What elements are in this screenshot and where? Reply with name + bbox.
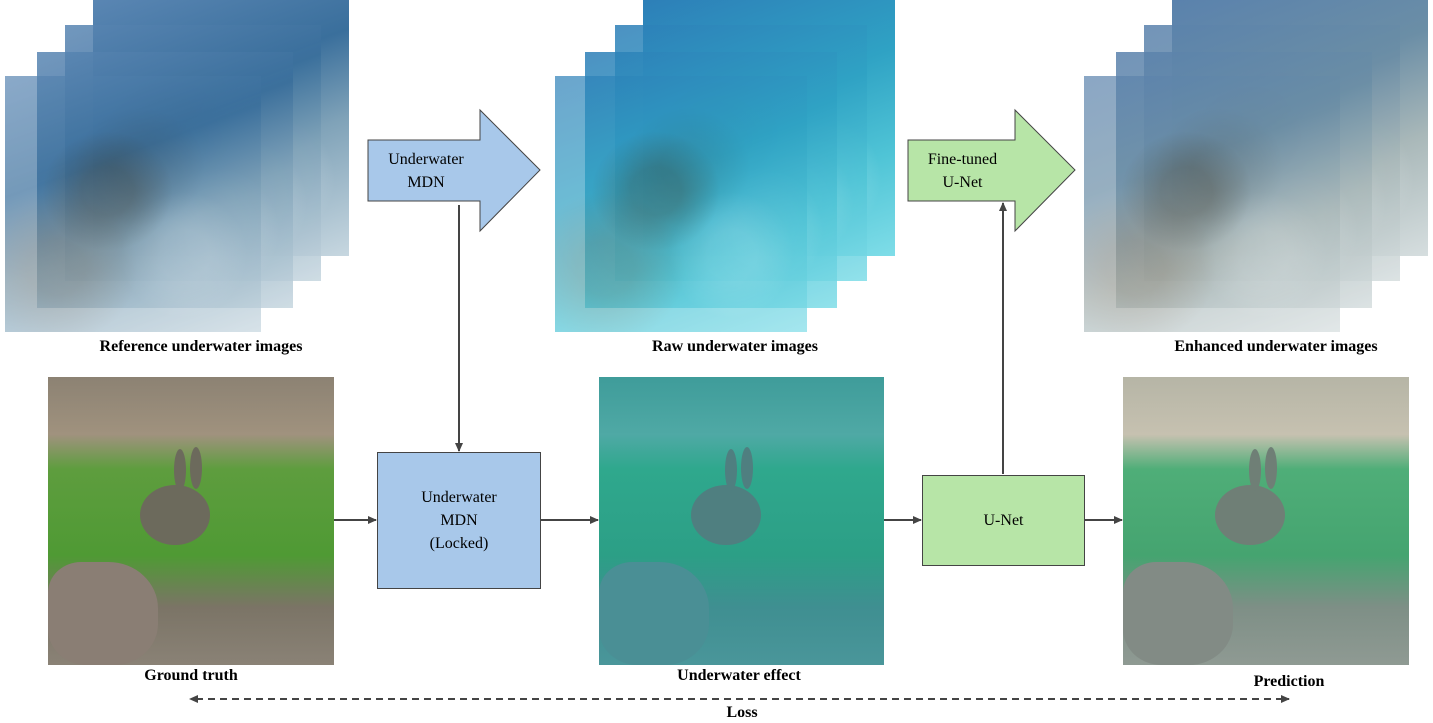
unet-block: U-Net xyxy=(922,475,1085,566)
fine-tuned-unet-arrow-label: Fine-tuned U-Net xyxy=(920,148,1005,194)
underwater-mdn-line-1: Underwater xyxy=(388,151,464,168)
prediction-photo xyxy=(1123,377,1409,665)
mdn-locked-line-1: Underwater xyxy=(421,488,497,506)
reference-images-label: Reference underwater images xyxy=(99,338,303,355)
enhanced-image-0 xyxy=(1084,76,1340,332)
raw-image-0 xyxy=(555,76,807,332)
underwater-mdn-locked-block: Underwater MDN (Locked) xyxy=(377,452,541,589)
ground-truth-photo xyxy=(48,377,334,665)
mdn-locked-line-2: MDN xyxy=(440,511,478,529)
underwater-effect-photo xyxy=(599,377,884,665)
underwater-effect-label: Underwater effect xyxy=(677,667,801,684)
underwater-mdn-line-2: MDN xyxy=(407,174,445,192)
fine-tuned-unet-line-1: Fine-tuned xyxy=(927,151,998,168)
reference-image-0 xyxy=(5,76,261,332)
prediction-label: Prediction xyxy=(1253,673,1325,690)
loss-label: Loss xyxy=(726,704,758,721)
raw-images-label: Raw underwater images xyxy=(652,338,818,355)
mdn-locked-line-3: (Locked) xyxy=(429,535,489,553)
underwater-mdn-arrow-label: Underwater MDN xyxy=(380,148,472,194)
ground-truth-label: Ground truth xyxy=(144,667,238,684)
unet-line-1: U-Net xyxy=(983,511,1024,529)
fine-tuned-unet-line-2: U-Net xyxy=(942,174,983,192)
enhanced-images-label: Enhanced underwater images xyxy=(1174,338,1378,355)
